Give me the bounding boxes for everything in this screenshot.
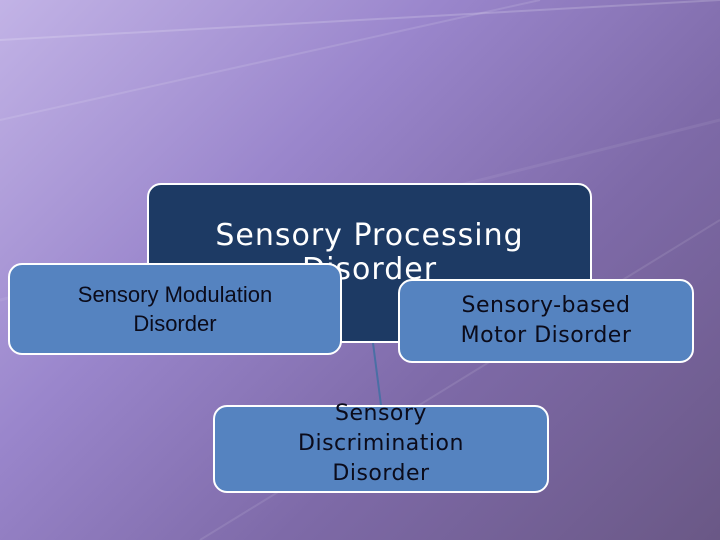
- child-node-motor: Sensory-based Motor Disorder: [398, 279, 694, 363]
- child-label-motor: Sensory-based Motor Disorder: [460, 293, 632, 348]
- child-node-modulation: Sensory Modulation Disorder: [8, 263, 342, 355]
- child-label-discrimination: Sensory Discrimination Disorder: [298, 401, 464, 486]
- child-label-modulation: Sensory Modulation Disorder: [77, 282, 273, 336]
- connector-root-discrimination: [372, 342, 382, 406]
- child-node-discrimination: Sensory Discrimination Disorder: [213, 401, 549, 493]
